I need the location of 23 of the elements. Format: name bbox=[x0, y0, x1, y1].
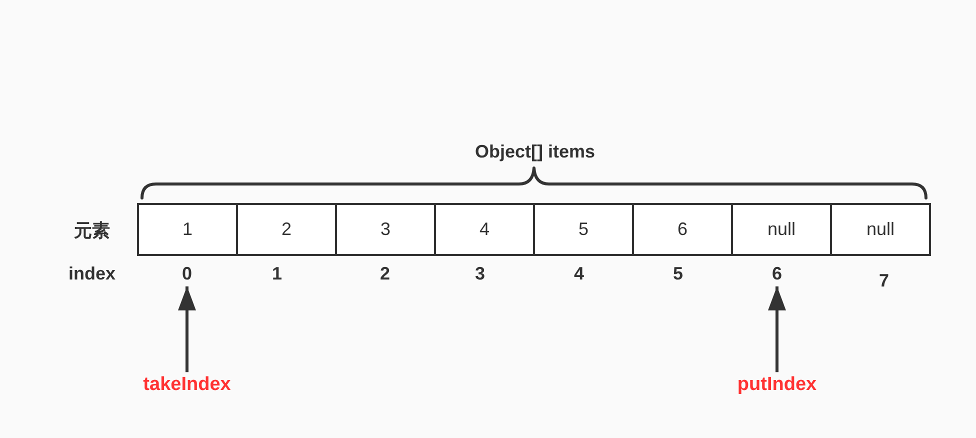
array-cell: 4 bbox=[434, 203, 533, 256]
array-cell: 5 bbox=[533, 203, 632, 256]
array-cell: null bbox=[731, 203, 830, 256]
array-cell: 3 bbox=[335, 203, 434, 256]
pointer-label: takeIndex bbox=[143, 374, 231, 396]
arrow bbox=[768, 286, 786, 372]
index-number: 6 bbox=[772, 264, 782, 284]
brace-label: Object[] items bbox=[474, 142, 596, 162]
array-cell: null bbox=[830, 203, 931, 256]
row-label: 元素 bbox=[74, 220, 110, 242]
array-cell: 2 bbox=[236, 203, 335, 256]
index-number: 7 bbox=[879, 270, 889, 292]
index-number: 4 bbox=[574, 264, 584, 284]
array-cell: 6 bbox=[632, 203, 731, 256]
arrow bbox=[178, 286, 196, 372]
index-number: 1 bbox=[272, 264, 282, 284]
index-number: 2 bbox=[380, 264, 390, 284]
index-number: 3 bbox=[475, 264, 485, 284]
array-cell: 1 bbox=[137, 203, 236, 256]
pointer-label: putIndex bbox=[737, 374, 817, 396]
index-number: 5 bbox=[673, 264, 683, 284]
index-number: 0 bbox=[182, 264, 192, 284]
row-label: index bbox=[68, 264, 116, 284]
